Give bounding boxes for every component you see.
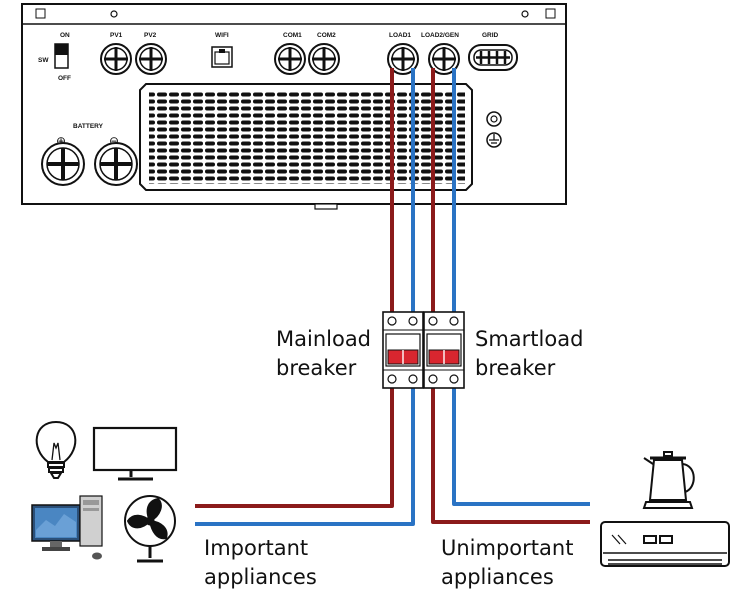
vent-grille: [139, 83, 473, 191]
smartload-breaker-label: Smartload: [475, 327, 583, 351]
unimportant-appliances-label: Unimportant: [441, 536, 573, 560]
important-live-wire: [195, 388, 394, 508]
air-conditioner-icon: [600, 521, 730, 567]
switch-on-label: ON: [60, 32, 70, 39]
important-appliances-label: Important: [204, 536, 308, 560]
wifi-port[interactable]: WIFI: [211, 32, 233, 68]
pv2-connector[interactable]: PV2: [135, 32, 167, 75]
battery-plus-symbol: ⊕: [56, 134, 66, 148]
load1-label: LOAD1: [389, 32, 411, 39]
switch-sw-label: SW: [38, 57, 49, 64]
smartload-breaker-sublabel: breaker: [475, 356, 556, 380]
load1-connector[interactable]: LOAD1: [387, 32, 419, 75]
important-appliances-sublabel: appliances: [204, 565, 317, 589]
grid-label: GRID: [482, 32, 499, 39]
unimportant-appliances-sublabel: appliances: [441, 565, 554, 589]
important-neutral-wire: [195, 388, 415, 526]
battery-terminals[interactable]: BATTERY ⊕ ⊖: [41, 123, 138, 186]
desktop-computer-icon: [31, 495, 103, 560]
monitor-icon: [92, 426, 178, 481]
load2-gen-label: LOAD2/GEN: [421, 32, 459, 39]
mainload-breaker-sublabel: breaker: [276, 356, 357, 380]
mainload-breaker[interactable]: [382, 311, 424, 389]
switch-off-label: OFF: [58, 75, 71, 82]
battery-positive-terminal[interactable]: [41, 142, 85, 186]
lightbulb-icon: [35, 420, 77, 479]
battery-label: BATTERY: [73, 123, 104, 130]
com1-label: COM1: [283, 32, 302, 39]
unimportant-neutral-wire: [452, 388, 590, 506]
smartload-breaker[interactable]: [423, 311, 465, 389]
wifi-label: WIFI: [215, 32, 229, 39]
grid-connector[interactable]: GRID: [468, 32, 518, 71]
com2-label: COM2: [317, 32, 336, 39]
pv2-label: PV2: [144, 32, 157, 39]
battery-negative-terminal[interactable]: [94, 142, 138, 186]
mounting-screw-icon: [35, 8, 556, 19]
fan-icon: [124, 495, 176, 563]
mainload-breaker-label: Mainload: [276, 327, 371, 351]
ground-icon: [486, 111, 502, 148]
com1-connector[interactable]: COM1: [274, 32, 306, 75]
kettle-icon: [642, 451, 695, 509]
unimportant-live-wire: [431, 388, 590, 524]
battery-minus-symbol: ⊖: [109, 134, 119, 148]
com2-connector[interactable]: COM2: [308, 32, 340, 75]
wiring: [195, 68, 590, 526]
inverter-unit: ON SW OFF PV1 PV2 WIFI COM1: [21, 3, 567, 210]
pv1-connector[interactable]: PV1: [100, 32, 132, 75]
pv1-label: PV1: [110, 32, 123, 39]
load2-gen-connector[interactable]: LOAD2/GEN: [421, 32, 460, 75]
power-switch[interactable]: ON SW OFF: [38, 32, 71, 82]
